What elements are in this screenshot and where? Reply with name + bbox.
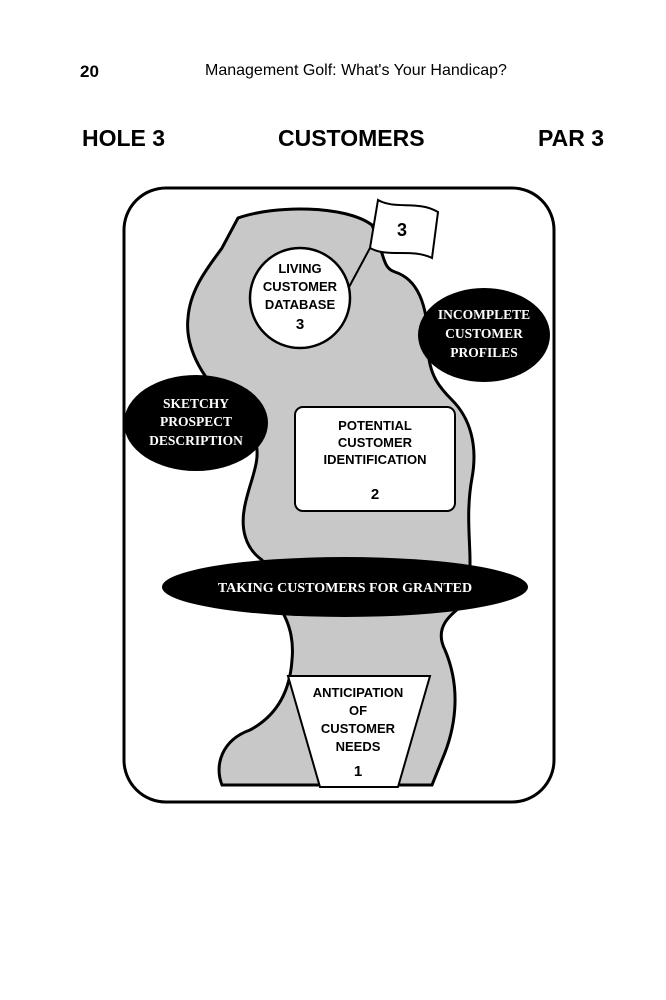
hole-label: HOLE 3 (82, 125, 166, 151)
tee-box (286, 675, 432, 788)
box-potential-identification (294, 406, 456, 512)
tee-number: 1 (354, 763, 362, 780)
circle-number: 3 (296, 316, 304, 333)
hazard-sketchy-line3: DESCRIPTION (149, 433, 243, 448)
hazard-taking-for-granted (162, 557, 528, 617)
hazard-profiles-line1: INCOMPLETE (438, 307, 530, 322)
hazard-incomplete-profiles (418, 288, 550, 382)
box-potential-line2: CUSTOMER (338, 435, 413, 450)
box-potential-line1: POTENTIAL (338, 418, 412, 433)
par-label: PAR 3 (538, 125, 605, 151)
hazard-sketchy-prospect (124, 375, 268, 471)
hole-topic: CUSTOMERS (278, 125, 425, 151)
hazard-sketchy-line2: PROSPECT (160, 414, 232, 429)
tee-line4: NEEDS (336, 739, 381, 754)
box-potential-number: 2 (371, 486, 379, 503)
tee-line3: CUSTOMER (321, 721, 396, 736)
box-potential-line3: IDENTIFICATION (323, 452, 426, 467)
flag-icon (368, 198, 440, 260)
circle-label-line1: LIVING (278, 261, 321, 276)
running-title: Management Golf: What's Your Handicap? (205, 62, 507, 79)
hazard-sketchy-line1: SKETCHY (163, 396, 229, 411)
tee-line1: ANTICIPATION (313, 685, 404, 700)
hazard-profiles-line3: PROFILES (450, 345, 518, 360)
circle-label-line2: CUSTOMER (263, 279, 338, 294)
tee-line2: OF (349, 703, 367, 718)
page-number: 20 (80, 62, 99, 81)
hazard-profiles-line2: CUSTOMER (445, 326, 523, 341)
circle-label-line3: DATABASE (265, 297, 336, 312)
flag-number: 3 (397, 220, 407, 240)
hazard-granted-label: TAKING CUSTOMERS FOR GRANTED (218, 581, 472, 596)
green-circle (248, 246, 352, 350)
